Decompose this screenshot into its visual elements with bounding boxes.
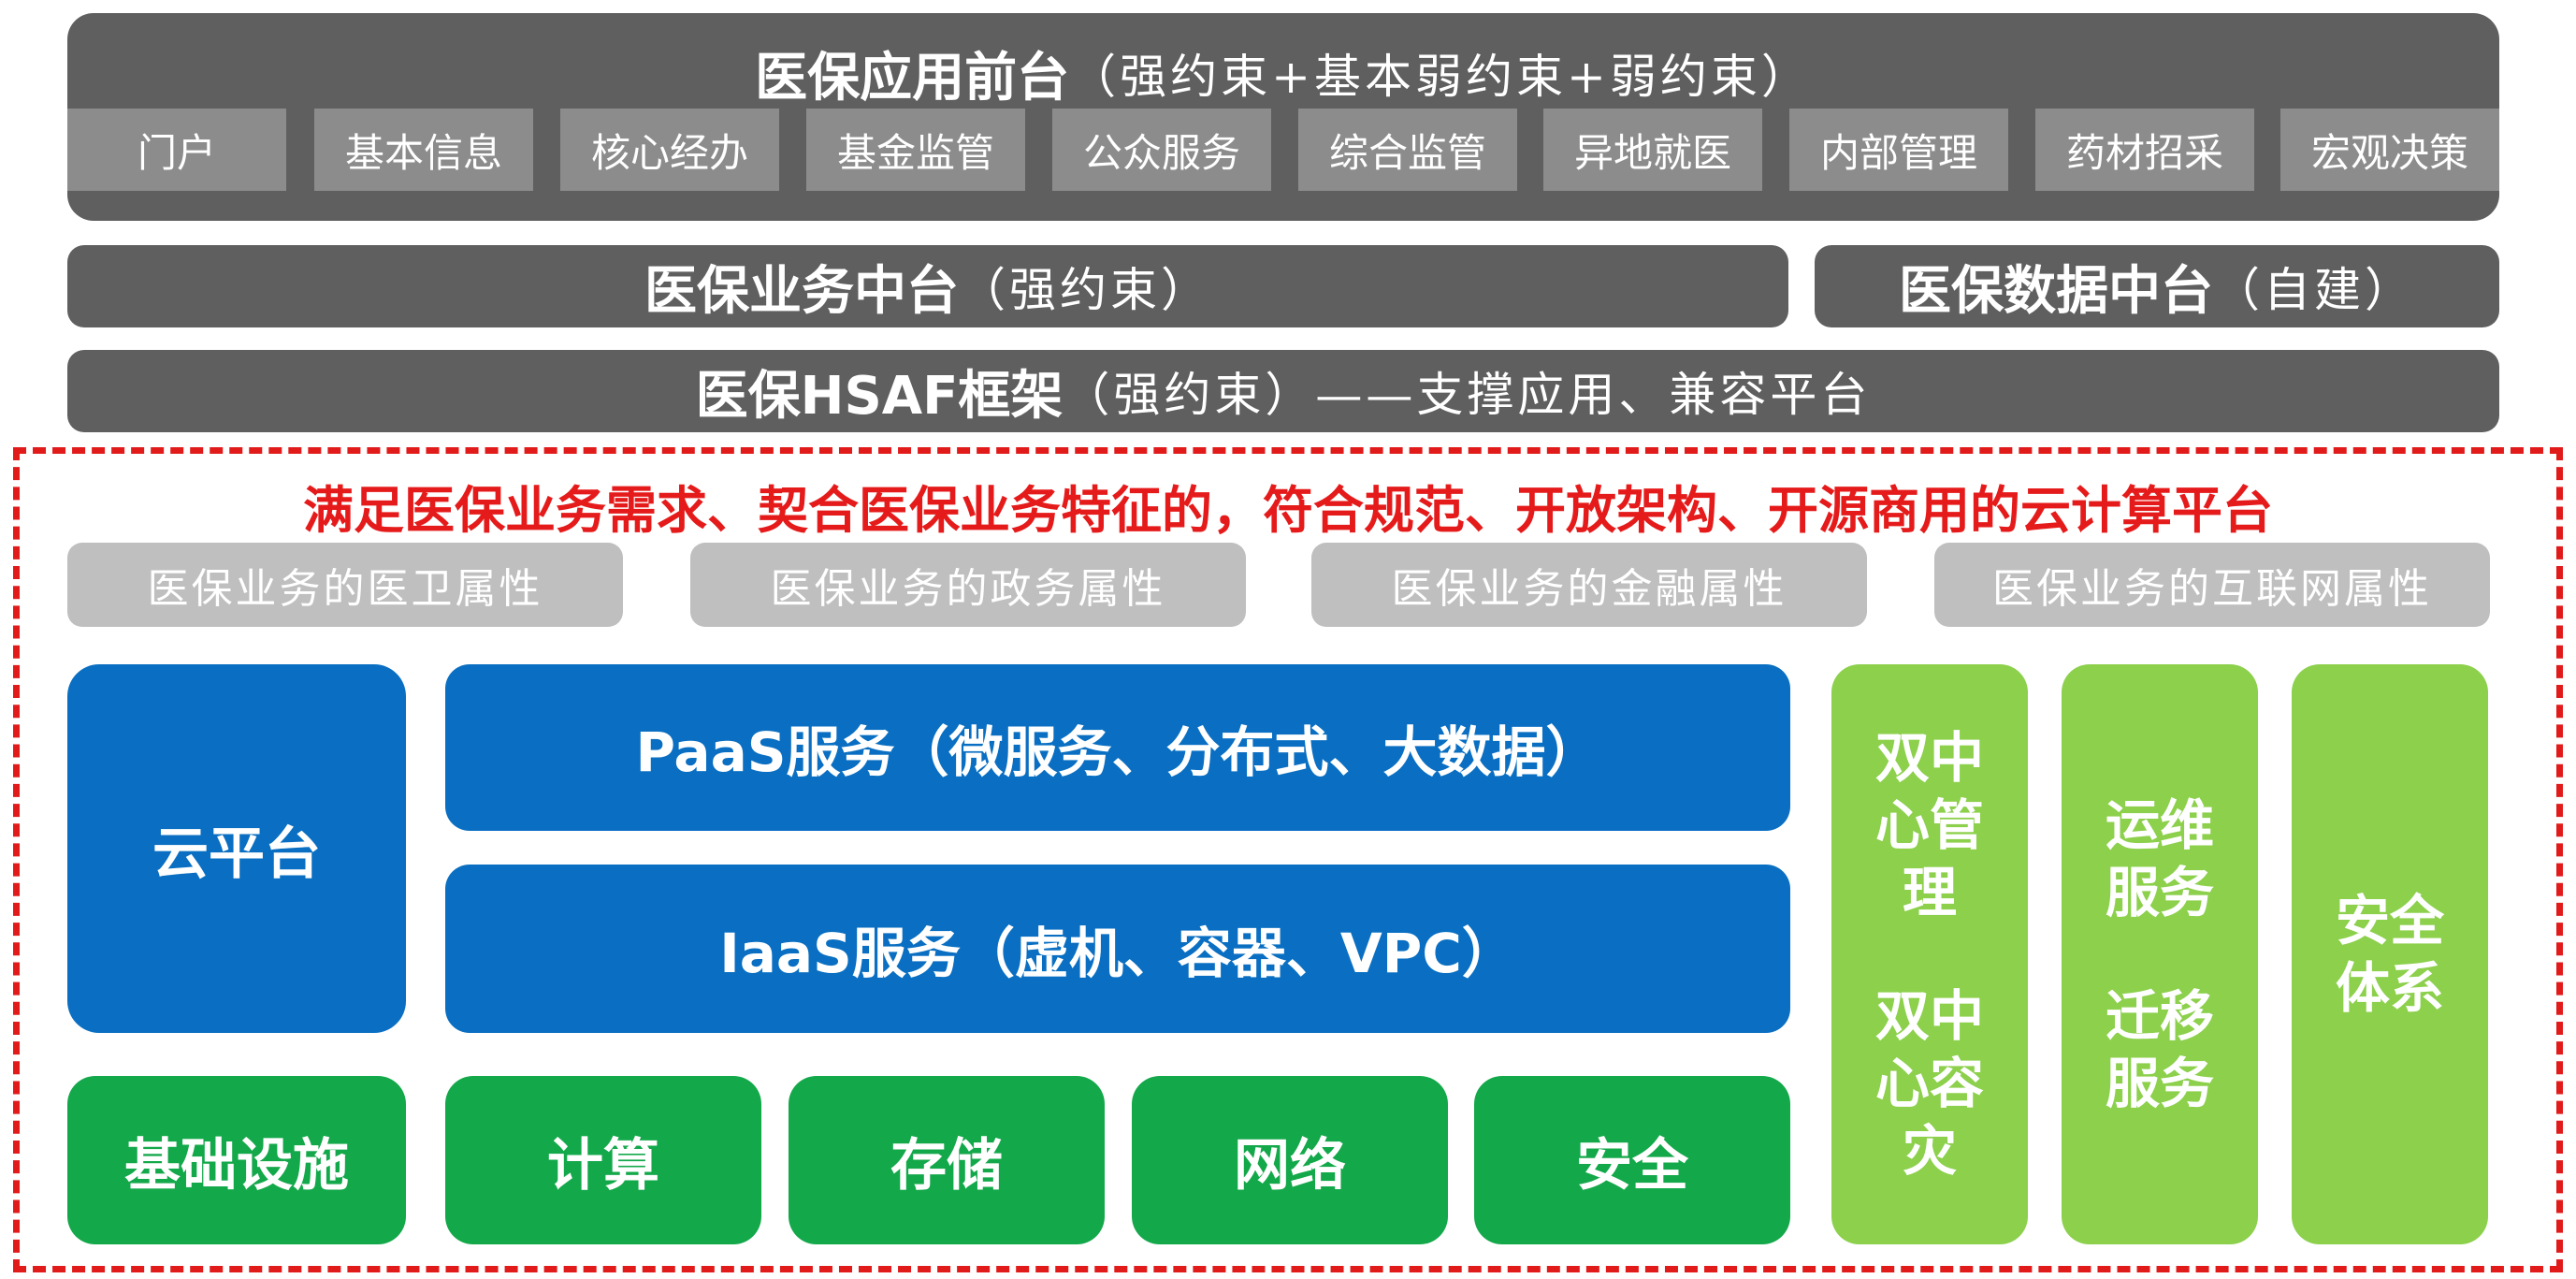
front-title-note: （强约束+基本弱约束+弱约束）	[1069, 50, 1812, 104]
attr-government: 医保业务的政务属性	[690, 543, 1246, 627]
hsaf-framework: 医保HSAF框架 （强约束）——支撑应用、兼容平台	[67, 350, 2499, 432]
dual-center-mgmt-line-1: 双中	[1874, 726, 1984, 790]
paas-service: PaaS服务（微服务、分布式、大数据）	[445, 664, 1790, 831]
dual-center-dr-line-2: 心容	[1874, 1052, 1984, 1115]
cloud-platform-frame	[13, 447, 2563, 1272]
cloud-platform: 云平台	[67, 664, 406, 1033]
dual-center-mgmt-line-3: 理	[1902, 861, 1957, 924]
module-core-handling: 核心经办	[560, 109, 779, 191]
business-middle-title: 医保业务中台	[644, 260, 959, 322]
data-middle-platform: 医保数据中台 （自建）	[1815, 245, 2499, 327]
dual-center-column: 双中 心管 理 双中 心容 灾	[1831, 664, 2028, 1244]
infra-compute: 计算	[445, 1076, 761, 1244]
front-title-main: 医保应用前台	[755, 47, 1070, 109]
iaas-service: IaaS服务（虚机、容器、VPC）	[445, 865, 1790, 1033]
ops-migration-column: 运维 服务 迁移 服务	[2062, 664, 2258, 1244]
module-basic-info: 基本信息	[314, 109, 533, 191]
hsaf-title: 医保HSAF框架	[695, 365, 1064, 427]
data-middle-note: （自建）	[2213, 263, 2415, 317]
hsaf-note: （强约束）——支撑应用、兼容平台	[1063, 368, 1872, 422]
infra-security: 安全	[1474, 1076, 1790, 1244]
dual-center-dr-line-1: 双中	[1874, 984, 1984, 1048]
security-line-2: 体系	[2335, 956, 2444, 1020]
module-internal-management: 内部管理	[1789, 109, 2008, 191]
infra-storage: 存储	[789, 1076, 1105, 1244]
platform-headline: 满足医保业务需求、契合医保业务特征的，符合规范、开放架构、开源商用的云计算平台	[303, 480, 2273, 540]
attr-internet: 医保业务的互联网属性	[1934, 543, 2490, 627]
attr-health: 医保业务的医卫属性	[67, 543, 623, 627]
security-system-column: 安全 体系	[2292, 664, 2488, 1244]
security-line-1: 安全	[2335, 889, 2444, 952]
ops-line-2: 服务	[2105, 861, 2214, 924]
dual-center-mgmt-line-2: 心管	[1874, 793, 1984, 857]
business-middle-platform: 医保业务中台 （强约束）	[67, 245, 1788, 327]
infrastructure: 基础设施	[67, 1076, 406, 1244]
business-middle-note: （强约束）	[959, 263, 1211, 317]
migration-line-1: 迁移	[2105, 984, 2214, 1048]
migration-line-2: 服务	[2105, 1052, 2214, 1115]
front-layer-title: 医保应用前台 （强约束+基本弱约束+弱约束）	[67, 26, 2499, 120]
module-integrated-supervision: 综合监管	[1298, 109, 1517, 191]
attr-finance: 医保业务的金融属性	[1311, 543, 1867, 627]
module-remote-medical: 异地就医	[1543, 109, 1762, 191]
module-fund-supervision: 基金监管	[806, 109, 1025, 191]
module-public-service: 公众服务	[1052, 109, 1271, 191]
infra-network: 网络	[1132, 1076, 1448, 1244]
ops-line-1: 运维	[2105, 793, 2214, 857]
data-middle-title: 医保数据中台	[1899, 260, 2213, 322]
dual-center-dr-line-3: 灾	[1902, 1119, 1957, 1183]
module-portal: 门户	[67, 109, 286, 191]
module-drug-procurement: 药材招采	[2035, 109, 2254, 191]
module-macro-decision: 宏观决策	[2280, 109, 2499, 191]
